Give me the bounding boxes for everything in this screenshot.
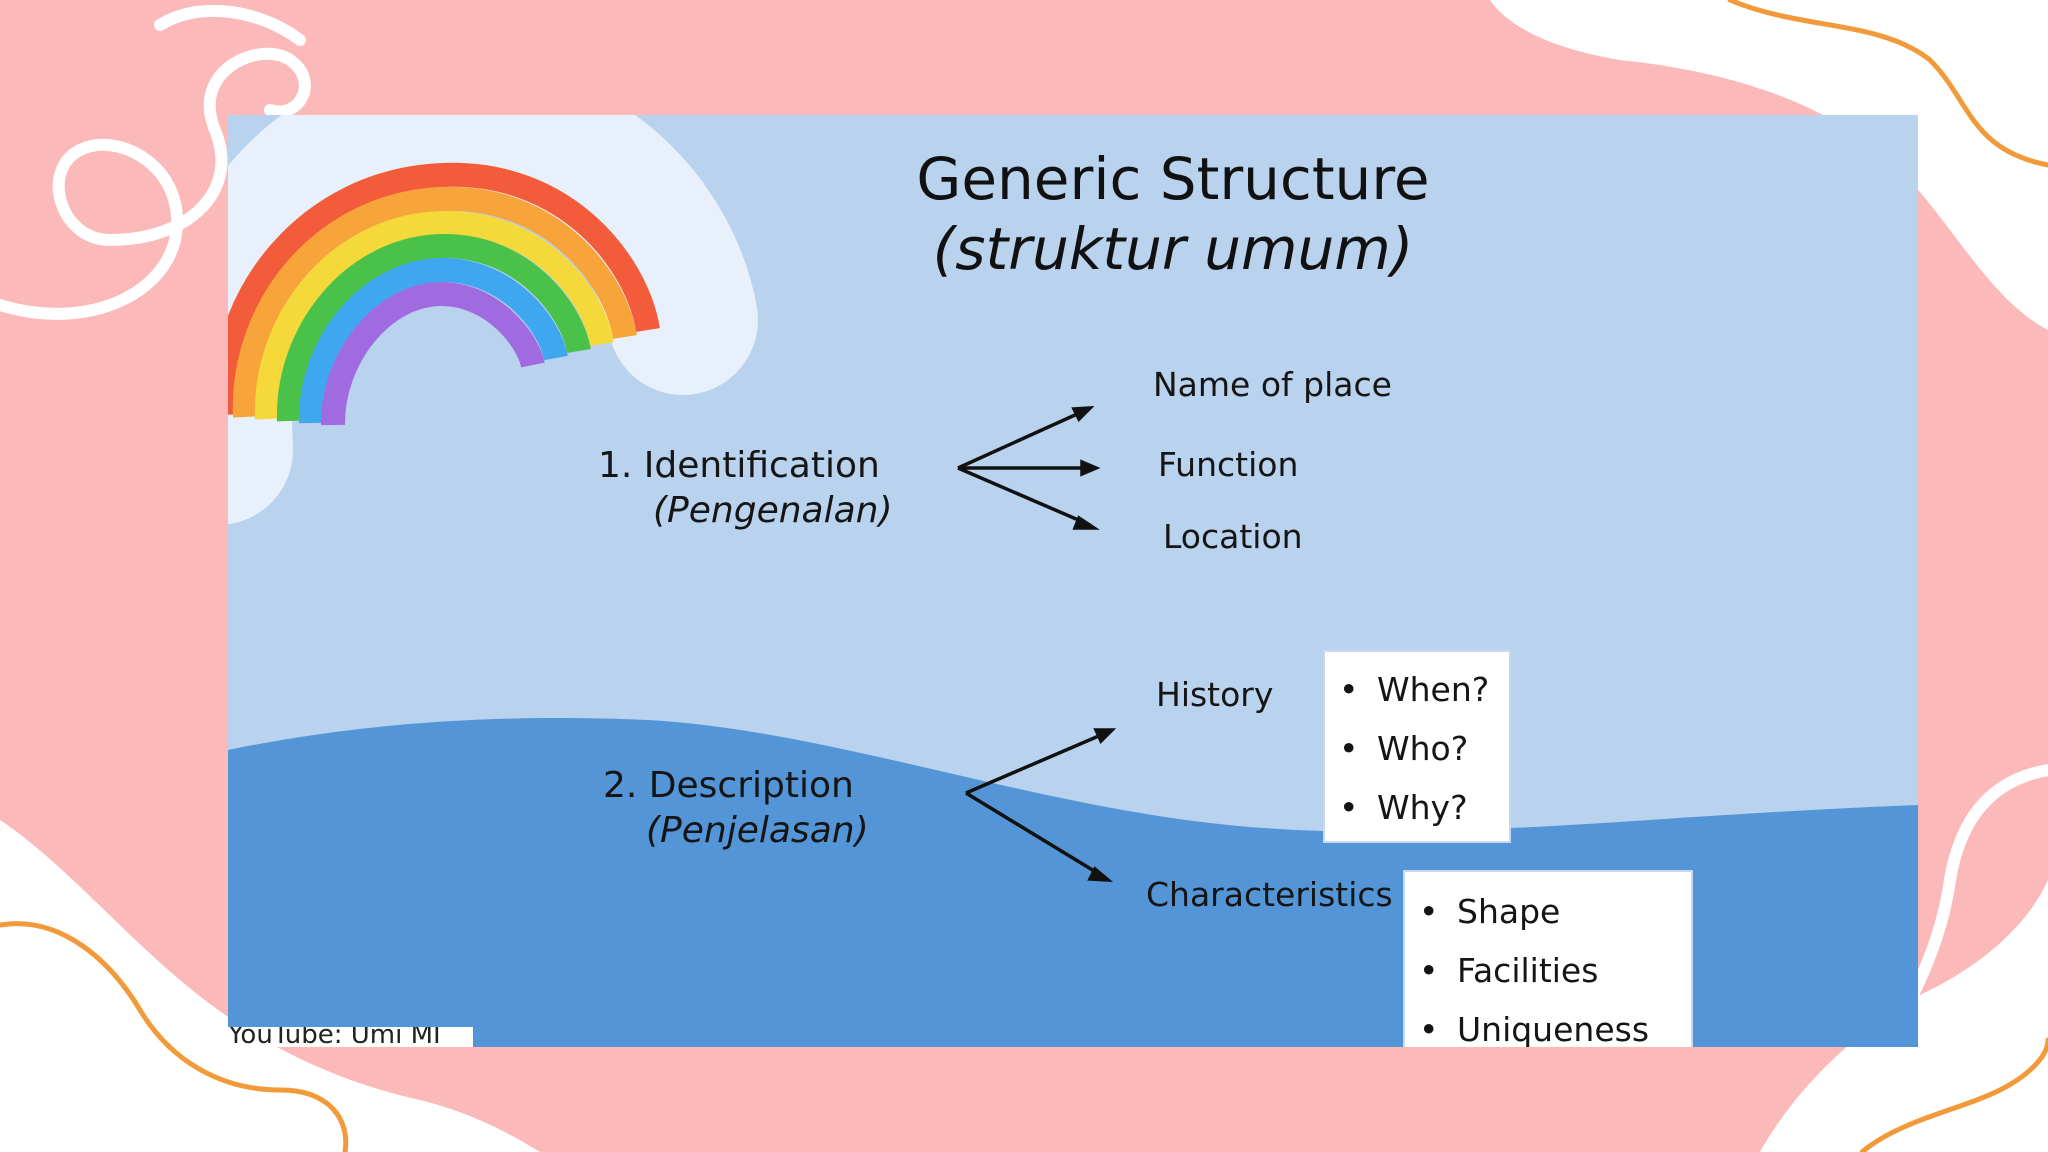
branch-characteristics: Characteristics — [1146, 875, 1393, 914]
white-blob-left — [0, 820, 540, 1152]
rainbow-sticker-icon — [228, 115, 758, 524]
history-points-box: When? Who? Why? — [1323, 650, 1511, 843]
description-label: 2. Description — [603, 765, 854, 806]
slide-subtitle: (struktur umum) — [932, 215, 1414, 283]
description-branch-arrows — [965, 728, 1117, 883]
list-item: Shape — [1405, 882, 1691, 941]
slide-title: Generic Structure — [916, 145, 1430, 213]
list-item: Who? — [1325, 719, 1509, 778]
branch-arrow-icon — [957, 408, 1087, 470]
branch-history: History — [1156, 675, 1274, 714]
characteristics-points-list: Shape Facilities Uniqueness — [1405, 882, 1691, 1047]
video-credit-text: YouTube: Umi MI — [228, 1027, 441, 1047]
branch-function: Function — [1158, 445, 1299, 484]
arrowhead-icon — [1087, 866, 1114, 883]
arrowhead-icon — [1080, 459, 1101, 477]
white-squiggle-left — [0, 47, 311, 320]
history-points-list: When? Who? Why? — [1325, 660, 1509, 837]
white-squiggle-top — [154, 4, 306, 46]
branch-name-of-place: Name of place — [1153, 365, 1392, 404]
orange-squiggle-top-right — [1727, 0, 2048, 168]
branch-arrow-icon — [957, 466, 1091, 527]
slide: Generic Structure (struktur umum) 1. Ide… — [228, 115, 1918, 1047]
identification-translation: (Pengenalan) — [653, 490, 893, 531]
branch-arrow-icon — [965, 791, 1105, 879]
description-translation: (Penjelasan) — [646, 810, 869, 851]
list-item: Uniqueness — [1405, 1000, 1691, 1047]
arrowhead-icon — [1072, 515, 1100, 530]
orange-squiggle-bottom-right — [1859, 1037, 2048, 1152]
list-item: Why? — [1325, 778, 1509, 837]
white-squiggle-right — [1834, 764, 2048, 1152]
list-item: Facilities — [1405, 941, 1691, 1000]
video-credit: YouTube: Umi MI — [228, 1027, 473, 1047]
identification-label: 1. Identification — [598, 445, 880, 486]
branch-location: Location — [1163, 517, 1303, 556]
identification-branch-arrows — [957, 405, 1101, 530]
characteristics-points-box: Shape Facilities Uniqueness — [1403, 870, 1693, 1047]
white-blob-top-right — [1490, 0, 2048, 330]
list-item: When? — [1325, 660, 1509, 719]
arrowhead-icon — [1093, 728, 1117, 745]
arrowhead-icon — [1071, 405, 1095, 422]
orange-squiggle-bottom-left — [0, 921, 349, 1152]
branch-arrow-icon — [965, 730, 1109, 795]
